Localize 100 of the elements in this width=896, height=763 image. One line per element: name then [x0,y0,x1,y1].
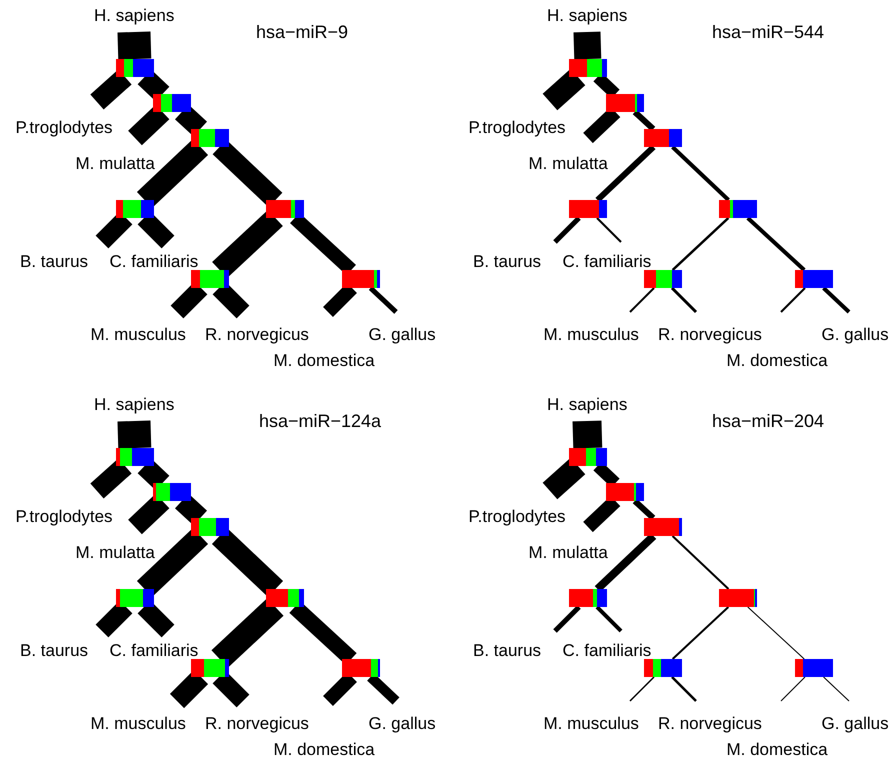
species-label: G. gallus [822,312,888,344]
species-label: C. familiaris [110,242,198,271]
tree-branch [553,605,581,633]
proportion-bar [266,589,304,607]
tree-branch [780,676,806,702]
tree-branch [672,535,730,590]
proportion-bar [342,659,380,677]
species-label: H. sapiens [547,396,627,421]
proportion-bar [266,200,304,218]
tree-branch [175,104,207,136]
tree-branch [118,420,152,448]
tree-branch [90,70,132,110]
species-label: H. sapiens [547,7,627,32]
proportion-bar [153,94,191,112]
tree-branch [136,139,208,208]
tree-branch [368,286,398,314]
tree-branch [596,606,622,632]
tree-branch [542,68,586,110]
tree-branch [672,606,730,660]
proportion-bar [116,448,154,466]
tree-branch [632,110,656,132]
tree-branch [629,676,655,702]
species-label: B. taurus [473,631,556,660]
tree-branch [90,458,132,498]
tree-branch [747,606,805,660]
species-label: C. familiaris [562,631,652,660]
proportion-bar [191,518,229,536]
species-label: H. sapiens [94,396,174,421]
tree-branch [212,140,282,208]
tree-branch [128,104,170,146]
species-label: H. sapiens [94,7,174,32]
proportion-bar [153,483,191,501]
tree-branch [138,458,170,490]
species-label: P.troglodytes [468,102,566,137]
species-label: M. musculus [90,312,186,344]
tree-branch [138,70,170,102]
species-label: M. mulatta [76,527,154,562]
proportion-bar [606,94,644,112]
species-label: M. mulatta [76,138,154,173]
proportion-bar [569,589,607,607]
tree-branch [780,287,806,313]
proportion-bar [569,59,607,77]
tree-branch [596,217,622,243]
species-label: P.troglodytes [468,491,566,526]
tree-branch [136,528,208,597]
tree-branch [574,32,602,60]
tree-branch [822,286,850,314]
proportion-bar [644,659,682,677]
species-label: R. norvegicus [658,701,762,733]
tree-branch [118,32,152,60]
species-label: M. musculus [544,312,638,344]
proportion-bar [606,483,644,501]
proportion-bar [795,270,833,288]
tree-branch [212,210,283,278]
species-label: P.troglodytes [16,491,112,526]
species-label: G. gallus [822,701,888,733]
species-label: G. gallus [368,312,436,344]
tree-branch [629,287,655,313]
tree-branch [175,494,207,526]
proportion-bar [719,589,757,607]
panel-title: hsa−miR−124a [258,411,382,431]
tree-branch [211,598,284,668]
proportion-bar [116,59,154,77]
tree-branch [823,676,850,702]
species-label: R. norvegicus [205,701,309,733]
panel-title: hsa−miR−544 [712,22,824,42]
proportion-bar [191,129,229,147]
tree-branch [670,286,698,314]
proportion-bar [116,200,154,218]
species-label: B. taurus [473,242,556,271]
tree-branch [671,146,730,202]
species-label: C. familiaris [110,631,198,660]
species-label: P.troglodytes [16,102,112,137]
tree-branch [672,217,730,271]
tree-branch [746,216,806,272]
tree-branch [542,458,586,500]
species-label: M. musculus [544,701,638,733]
species-label: M. mulatta [528,527,608,562]
proportion-bar [191,659,229,677]
tree-branch [572,420,602,448]
species-label: R. norvegicus [205,312,309,344]
species-label: R. norvegicus [658,312,762,344]
proportion-bar [569,448,607,466]
proportion-bar [569,200,607,218]
proportion-bar [191,270,229,288]
tree-branch [212,528,284,597]
panel-title: hsa−miR−204 [712,411,824,431]
tree-branch [595,144,656,202]
proportion-bar [644,518,682,536]
species-label: G. gallus [368,701,436,733]
species-label: B. taurus [20,242,103,271]
proportion-bar [719,200,757,218]
species-label: M. mulatta [528,138,608,173]
tree-branch [128,494,170,534]
tree-branch [553,216,581,244]
proportion-bar [644,129,682,147]
species-label: B. taurus [20,631,103,660]
proportion-bar [342,270,380,288]
tree-branch [671,676,697,702]
proportion-bar [795,659,833,677]
